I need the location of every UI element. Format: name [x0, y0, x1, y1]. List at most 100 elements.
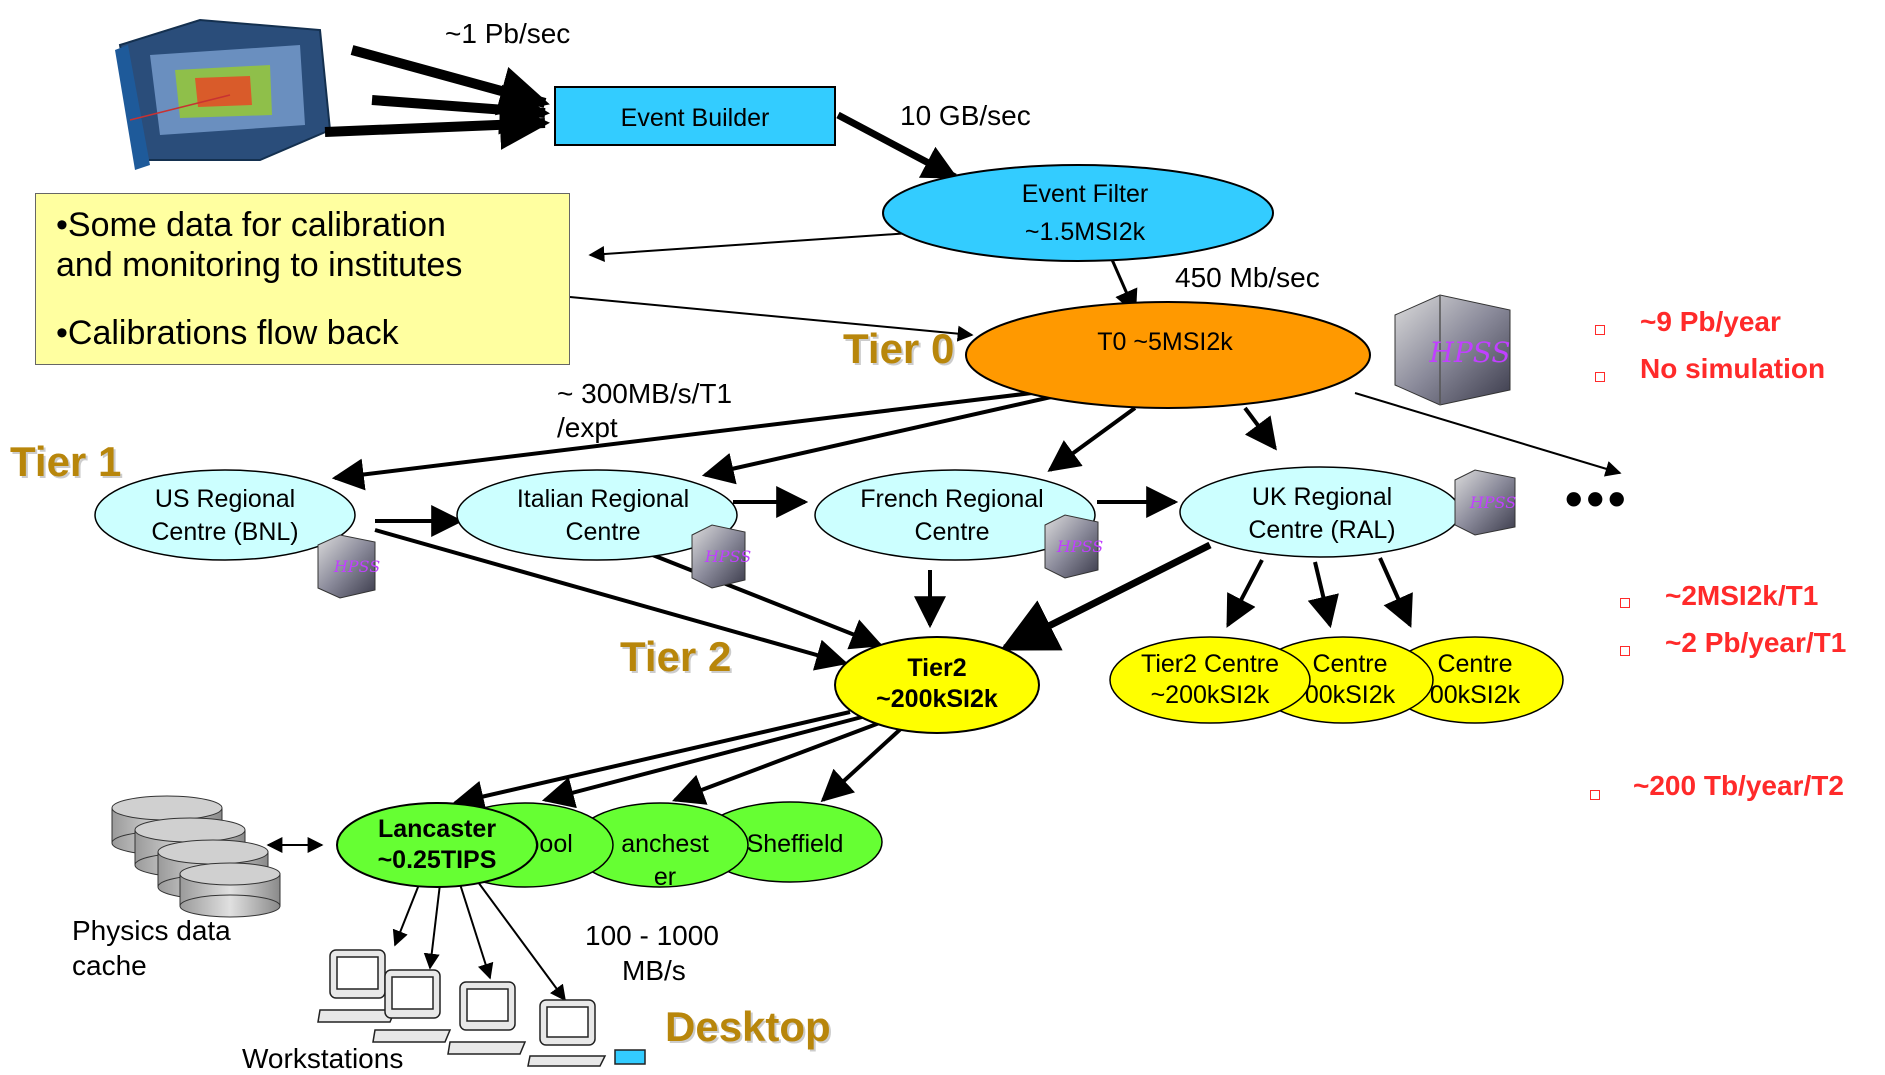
lancaster-label-2: ~0.25TIPS — [378, 846, 497, 874]
disk-icon — [179, 862, 281, 918]
hpss-icon: HPSS — [317, 534, 380, 599]
arrow-t0-more — [1354, 392, 1622, 477]
arrow-tier2-lancaster — [451, 710, 851, 813]
arrow-detector-builder-3 — [324, 99, 550, 150]
stat-t1-storage: ~2 Pb/year/T1 — [1665, 627, 1847, 658]
workstation-icon — [317, 949, 397, 1023]
tier2-centre-b-node: Centre 00kSI2k — [1252, 636, 1434, 724]
workstation-icon — [527, 999, 646, 1067]
uk-regional-node: UK Regional Centre (RAL) — [1179, 466, 1461, 558]
tier2-centre-b-label-2: 00kSI2k — [1305, 681, 1396, 709]
arrow-callout-t0 — [569, 296, 974, 342]
french-regional-label-2: Centre — [914, 518, 989, 546]
tier2-label: Tier 2 — [620, 633, 732, 680]
arrow-uk-t2c — [1378, 557, 1413, 628]
svg-text:HPSS: HPSS — [1428, 336, 1510, 369]
rate-t0-t1-line2: /expt — [557, 412, 618, 443]
rate-lancaster-desktop-line1: 100 - 1000 — [585, 920, 719, 951]
arrow-tier2-manchester — [672, 720, 883, 805]
tier0-label: Tier 0 — [843, 325, 955, 372]
arrow-lancaster-ws2 — [423, 883, 441, 970]
event-builder-node: Event Builder — [554, 86, 836, 146]
stat-bullet — [1595, 325, 1605, 335]
stat-t1-cpu: ~2MSI2k/T1 — [1665, 580, 1819, 611]
callout-line-2: and monitoring to institutes — [56, 246, 463, 284]
italian-regional-label-1: Italian Regional — [517, 485, 689, 513]
french-regional-label-1: French Regional — [860, 485, 1043, 513]
arrow-detector-builder-1 — [350, 45, 550, 116]
italian-regional-node: Italian Regional Centre — [456, 469, 738, 561]
stat-t2-storage: ~200 Tb/year/T2 — [1633, 770, 1844, 801]
lancaster-node: Lancaster ~0.25TIPS — [336, 802, 538, 888]
tier2-main-label-1: Tier2 — [907, 654, 966, 682]
lancaster-label-1: Lancaster — [378, 815, 496, 843]
tier2-main-node: Tier2 ~200kSI2k — [834, 636, 1040, 734]
calibration-callout: •Some data for calibration and monitorin… — [35, 193, 570, 365]
us-regional-node: US Regional Centre (BNL) — [94, 469, 356, 561]
manchester-node: anchest er — [571, 802, 749, 891]
french-regional-node: French Regional Centre — [814, 469, 1096, 561]
manchester-label-2: er — [654, 863, 676, 891]
tier1-label: Tier 1 — [10, 438, 122, 485]
arrow-lancaster-ws1 — [392, 881, 421, 947]
disk-cache-icon — [111, 795, 281, 918]
event-filter-node: Event Filter ~1.5MSI2k — [882, 164, 1274, 262]
stat-bullet — [1620, 646, 1630, 656]
sheffield-node: Sheffield — [697, 801, 883, 883]
arrow-uk-t2b — [1307, 561, 1339, 629]
workstations-label: Workstations — [242, 1043, 404, 1074]
detector-icon — [115, 18, 332, 170]
tier2-centre-c-label-2: 00kSI2k — [1430, 681, 1521, 709]
arrow-filter-callout — [588, 232, 911, 262]
italian-regional-label-2: Centre — [565, 518, 640, 546]
us-regional-label-1: US Regional — [155, 485, 295, 513]
rate-lancaster-desktop-line2: MB/s — [622, 955, 686, 986]
rate-filter-t0: 450 Mb/sec — [1175, 262, 1320, 293]
tier2-main-label-2: ~200kSI2k — [876, 685, 998, 713]
tier2-centre-b-label-1: Centre — [1312, 650, 1387, 678]
tier2-centre-c-node: Centre 00kSI2k — [1386, 636, 1564, 724]
arrow-t0-us — [331, 390, 1041, 491]
tier2-centre-a-label-2: ~200kSI2k — [1151, 681, 1270, 709]
physics-cache-label-2: cache — [72, 950, 147, 981]
hpss-icon: HPSS — [691, 524, 751, 589]
connectors — [266, 45, 1622, 1002]
stat-bullet — [1595, 372, 1605, 382]
callout-line-3: •Calibrations flow back — [56, 314, 399, 352]
stat-t0-simulation: No simulation — [1640, 353, 1826, 384]
svg-text:HPSS: HPSS — [1056, 537, 1103, 556]
arrow-italian-tier2 — [644, 550, 883, 650]
tier2-centre-c-label-1: Centre — [1437, 650, 1512, 678]
t0-node: T0 ~5MSI2k — [965, 301, 1371, 409]
svg-text:HPSS: HPSS — [333, 557, 380, 576]
workstation-icon — [447, 981, 527, 1055]
arrow-t0-french — [1047, 406, 1137, 472]
us-regional-label-2: Centre (BNL) — [151, 518, 298, 546]
desktop-label: Desktop — [665, 1003, 831, 1050]
hpss-icon: HPSS — [1394, 294, 1511, 406]
uk-regional-label-1: UK Regional — [1252, 483, 1392, 511]
arrow-detector-builder-2 — [371, 84, 550, 135]
uk-regional-label-2: Centre (RAL) — [1248, 516, 1395, 544]
event-builder-label: Event Builder — [621, 104, 770, 132]
svg-text:HPSS: HPSS — [1469, 493, 1516, 512]
event-filter-label-2: ~1.5MSI2k — [1025, 218, 1146, 246]
arrow-us-tier2 — [374, 528, 849, 671]
workstation-icon — [372, 969, 452, 1043]
t0-label: T0 ~5MSI2k — [1097, 328, 1233, 356]
arrow-uk-tier2 — [999, 541, 1212, 652]
arrow-builder-filter — [836, 111, 959, 181]
stat-bullet — [1590, 790, 1600, 800]
physics-cache-label-1: Physics data — [72, 915, 231, 946]
arrow-uk-t2a — [1226, 559, 1264, 628]
callout-line-1: •Some data for calibration — [56, 206, 446, 244]
more-centres-ellipsis: ••• — [1565, 471, 1630, 527]
event-filter-label-1: Event Filter — [1022, 180, 1148, 208]
rate-builder-filter: 10 GB/sec — [900, 100, 1031, 131]
tier2-centre-a-label-1: Tier2 Centre — [1141, 650, 1279, 678]
manchester-label-1: anchest — [621, 830, 709, 858]
stat-bullet — [1620, 598, 1630, 608]
svg-text:HPSS: HPSS — [704, 547, 751, 566]
arrow-lancaster-ws4 — [477, 881, 566, 1002]
